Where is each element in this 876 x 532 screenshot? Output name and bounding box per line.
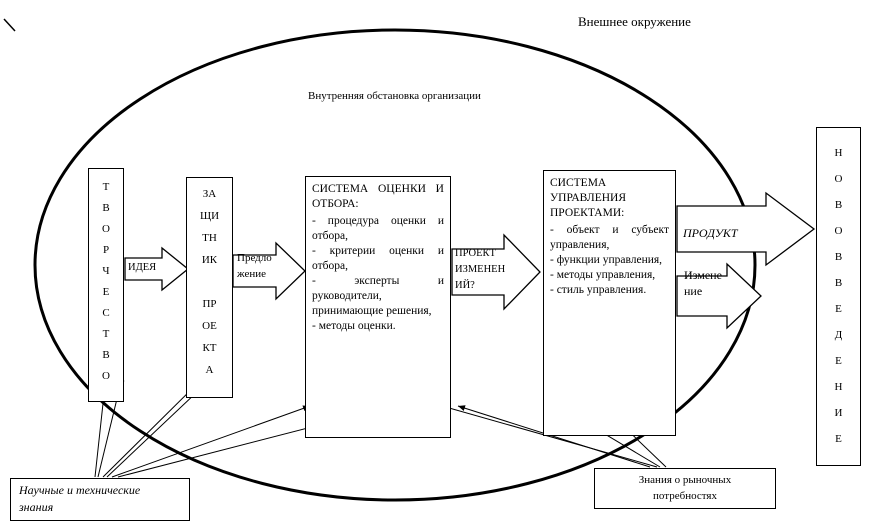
- proposal-arrow: [232, 241, 306, 301]
- evaluation-box-title: СИСТЕМА ОЦЕНКИ И ОТБОРА:: [312, 183, 444, 210]
- innovation-box: Н О В О В В Е Д Е Н И Е: [816, 127, 861, 466]
- evaluation-box-items: - процедура оценки и отбора, - критерии …: [312, 215, 444, 332]
- product-arrow: [676, 191, 816, 267]
- scientific-knowledge-box: Научные и технические знания: [10, 478, 190, 521]
- knowledge-flow-arrow: [457, 405, 651, 468]
- knowledge-flow-arrow: [111, 405, 311, 478]
- champion-box: ЗА ЩИ ТН ИК ПР ОЕ КТ А: [186, 177, 233, 398]
- project-arrow: [451, 233, 541, 311]
- external-environment-label: Внешнее окружение: [578, 14, 691, 29]
- management-box-items: - объект и субъект управления, - функции…: [550, 224, 669, 296]
- change-arrow: [676, 262, 762, 330]
- evaluation-box: СИСТЕМА ОЦЕНКИ И ОТБОРА: - процедура оце…: [305, 176, 451, 438]
- corner-mark: [3, 18, 16, 32]
- idea-arrow: [124, 246, 190, 292]
- project-change-label: ПРОЕКТ ИЗМЕНЕН ИЙ?: [455, 248, 506, 291]
- product-label: ПРОДУКТ: [683, 226, 738, 240]
- idea-label: ИДЕЯ: [128, 262, 157, 273]
- organization-boundary-ellipse: [33, 28, 757, 502]
- change-label: Измене ние: [684, 268, 722, 298]
- management-box: СИСТЕМА УПРАВЛЕНИЯ ПРОЕКТАМИ: - объект и…: [543, 170, 676, 436]
- knowledge-flow-arrow: [420, 399, 658, 468]
- internal-environment-label: Внутренняя обстановка организации: [308, 90, 481, 102]
- market-knowledge-box: Знания о рыночных потребностях: [594, 468, 776, 509]
- proposal-label: Предло жение: [237, 252, 272, 280]
- management-box-title: СИСТЕМА УПРАВЛЕНИЯ ПРОЕКТАМИ:: [550, 177, 627, 219]
- creativity-box: Т В О Р Ч Е С Т В О: [88, 168, 124, 402]
